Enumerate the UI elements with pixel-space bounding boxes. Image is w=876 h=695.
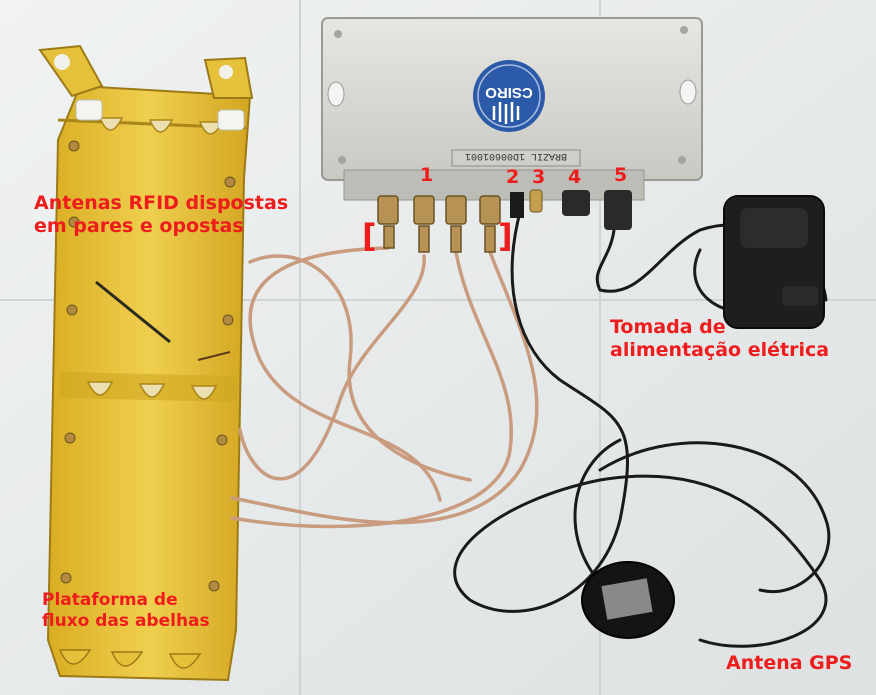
bee-platform-label-line2: fluxo das abelhas bbox=[42, 610, 210, 631]
gps-antenna-label: Antena GPS bbox=[726, 652, 853, 674]
gps-antenna bbox=[581, 561, 675, 639]
port-number-3: 3 bbox=[532, 166, 546, 188]
port-number-1: 1 bbox=[420, 164, 434, 186]
bee-platform-label-line1: Plataforma de bbox=[42, 590, 178, 610]
rfid-antennas-label-line1: Antenas RFID dispostas bbox=[34, 192, 289, 214]
rf-cables bbox=[230, 246, 539, 529]
rfid-antennas-label: Antenas RFID dispostas em pares e oposta… bbox=[34, 192, 288, 238]
power-outlet-label-line2: alimentação elétrica bbox=[610, 339, 830, 362]
bee-platform-label: Plataforma de fluxo das abelhas bbox=[42, 590, 210, 631]
csiro-logo: CSIRO bbox=[473, 60, 545, 132]
power-outlet-label: Tomada de alimentação elétrica bbox=[610, 316, 829, 362]
bee-flow-platform bbox=[38, 44, 254, 682]
port-number-4: 4 bbox=[568, 166, 582, 188]
port-number-5: 5 bbox=[614, 164, 628, 186]
power-outlet-label-line1: Tomada de bbox=[610, 316, 726, 338]
serial-plate: BRAZIL 1D00601001 bbox=[451, 149, 581, 167]
bracket-right: ] bbox=[498, 217, 513, 255]
port-number-2: 2 bbox=[506, 166, 520, 188]
bracket-left: [ bbox=[362, 217, 377, 255]
serial-text: BRAZIL 1D00601001 bbox=[465, 150, 567, 161]
logo-text: CSIRO bbox=[485, 84, 533, 101]
rfid-antennas-label-line2: em pares e opostas bbox=[34, 215, 244, 238]
sma-connectors bbox=[377, 189, 632, 253]
power-adapter bbox=[723, 195, 825, 329]
